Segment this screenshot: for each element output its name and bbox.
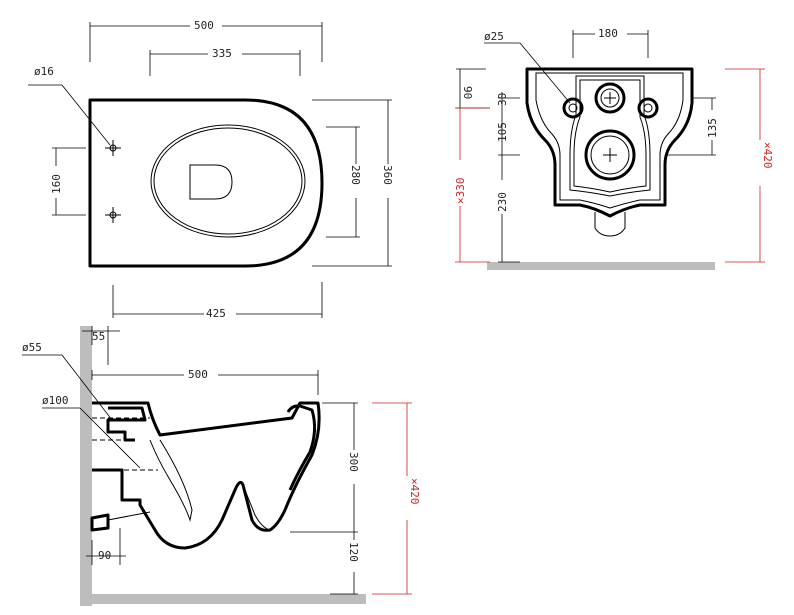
front-hole-left bbox=[562, 97, 584, 119]
dim-top-total-width: 360 bbox=[312, 99, 394, 267]
side-view-wall bbox=[80, 326, 92, 606]
dim-top-total-length: 500 bbox=[89, 19, 323, 62]
dim-side-120-label: 120 bbox=[347, 542, 360, 562]
dim-front-30: 30 bbox=[496, 92, 520, 116]
dim-front-hole-diameter: ø25 bbox=[484, 30, 571, 104]
dim-side-pipe-100: ø100 bbox=[42, 394, 141, 469]
front-view-outline bbox=[525, 67, 694, 218]
dim-top-total-length-label: 500 bbox=[194, 19, 214, 32]
dim-side-420-label: ×420 bbox=[408, 478, 421, 505]
top-view: 500 335 ø16 160 28 bbox=[28, 19, 394, 320]
side-view-rim bbox=[286, 404, 317, 491]
side-view: 55 ø55 ø100 500 300 bbox=[22, 326, 421, 606]
dim-front-330-label: ×330 bbox=[454, 178, 467, 205]
top-view-drain bbox=[189, 164, 233, 200]
front-hole-top bbox=[594, 82, 626, 114]
front-view-outlet bbox=[594, 212, 626, 237]
side-view-floor bbox=[80, 594, 366, 604]
dim-top-hole-spacing: 160 bbox=[50, 147, 86, 216]
dim-side-55-label: 55 bbox=[92, 330, 105, 343]
dim-top-total-width-label: 360 bbox=[381, 165, 394, 185]
top-view-outline bbox=[88, 98, 324, 268]
dim-top-bowl-width: 280 bbox=[326, 126, 362, 238]
dim-side-120: 120 bbox=[330, 532, 360, 595]
front-view-panel bbox=[569, 75, 651, 197]
dim-side-length: 500 bbox=[91, 368, 319, 395]
front-view-inner-outline bbox=[535, 72, 684, 209]
dim-side-pipe-55: ø55 bbox=[22, 341, 113, 421]
dim-side-55: 55 bbox=[82, 326, 120, 365]
dim-front-top-offset: 90 bbox=[456, 68, 490, 109]
dim-top-hole-diameter: ø16 bbox=[28, 65, 111, 146]
side-view-outlet-line bbox=[107, 511, 151, 521]
side-view-inner bbox=[106, 406, 147, 442]
dim-top-bottom-length-label: 425 bbox=[206, 307, 226, 320]
dim-front-top-offset-label: 90 bbox=[461, 86, 474, 99]
dim-top-hole-spacing-label: 160 bbox=[50, 174, 63, 194]
dim-front-135: 135 bbox=[665, 97, 719, 156]
side-view-outlet bbox=[90, 513, 110, 532]
dim-front-135-label: 135 bbox=[706, 118, 719, 138]
dim-side-length-label: 500 bbox=[188, 368, 208, 381]
fixing-hole-top bbox=[105, 140, 121, 156]
dim-side-pipe-55-label: ø55 bbox=[22, 341, 42, 354]
side-view-outline bbox=[92, 401, 321, 550]
dim-front-105: 105 bbox=[496, 116, 520, 156]
dim-front-230: 230 bbox=[496, 155, 520, 263]
front-hole-outlet bbox=[584, 129, 636, 181]
dim-top-bowl-width-label: 280 bbox=[349, 165, 362, 185]
dim-front-420: ×420 bbox=[725, 68, 774, 263]
dim-side-height: 300 bbox=[290, 402, 360, 533]
dim-front-230-label: 230 bbox=[496, 192, 509, 212]
dim-front-105-label: 105 bbox=[496, 122, 509, 142]
fixing-hole-bottom bbox=[105, 207, 121, 223]
dim-front-hole-spacing-label: 180 bbox=[598, 27, 618, 40]
dim-side-height-label: 300 bbox=[347, 452, 360, 472]
side-view-leg bbox=[242, 484, 271, 531]
top-view-bowl-inner bbox=[153, 127, 303, 235]
dim-front-30-label: 30 bbox=[496, 93, 509, 106]
dim-top-hole-diameter-label: ø16 bbox=[34, 65, 54, 78]
side-view-bowl bbox=[149, 439, 193, 522]
dim-side-90-label: 90 bbox=[98, 549, 111, 562]
dim-front-hole-diameter-label: ø25 bbox=[484, 30, 504, 43]
dim-top-inner-length: 335 bbox=[149, 47, 301, 76]
dim-side-90: 90 bbox=[86, 528, 126, 565]
dim-front-hole-spacing: 180 bbox=[572, 27, 649, 58]
dim-side-420: ×420 bbox=[372, 402, 421, 595]
front-view: ø25 180 90 30 105 bbox=[454, 27, 774, 270]
dim-top-bottom-length: 425 bbox=[112, 282, 323, 320]
front-view-panel-inner bbox=[573, 79, 647, 193]
dim-front-330: ×330 bbox=[454, 107, 490, 263]
front-hole-right bbox=[637, 97, 659, 119]
dim-front-420-label: ×420 bbox=[761, 142, 774, 169]
top-view-bowl-outer bbox=[150, 124, 306, 238]
dim-top-inner-length-label: 335 bbox=[212, 47, 232, 60]
dim-side-pipe-100-label: ø100 bbox=[42, 394, 69, 407]
front-view-floor bbox=[487, 262, 715, 270]
